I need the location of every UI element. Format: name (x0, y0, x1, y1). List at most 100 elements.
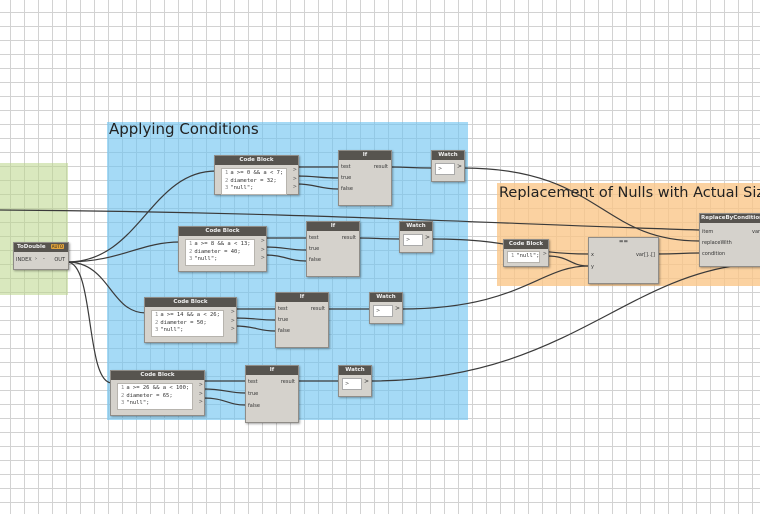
watch-value-box: > (373, 305, 393, 317)
if-input-test[interactable]: test (248, 379, 258, 385)
equals-header: == (589, 238, 658, 247)
watch-node-1[interactable]: Watch > > (431, 150, 465, 182)
group-applying-conditions-title: Applying Conditions (109, 120, 259, 138)
code-line: diameter = 32; (230, 177, 277, 184)
code-line: "null"; (194, 256, 218, 262)
todouble-node[interactable]: ToDouble AUTO INDEX › - OUT (13, 242, 69, 270)
todouble-header: ToDouble (14, 243, 68, 252)
wire-if2-watch2 (357, 237, 400, 240)
output-port-arrow[interactable]: > (198, 382, 203, 388)
replace-input-item[interactable]: item (702, 229, 714, 235)
todouble-lacing-dash: - (43, 256, 45, 262)
if-input-test[interactable]: test (309, 235, 319, 241)
if-input-test[interactable]: test (341, 164, 351, 170)
if-header: If (307, 222, 359, 231)
watch-header: Watch (370, 293, 402, 302)
code-block-header: Code Block (504, 240, 548, 249)
replace-by-condition-header: ReplaceByCondition (700, 214, 760, 223)
group-green[interactable] (0, 163, 68, 295)
replace-output-var[interactable]: var (752, 229, 760, 235)
watch-value-box: > (403, 234, 423, 246)
wire-cb1-if1-true (296, 175, 339, 179)
todouble-input-port[interactable]: INDEX (16, 257, 32, 263)
if-input-true[interactable]: true (341, 175, 352, 181)
output-port-arrow[interactable]: > (260, 255, 265, 261)
code-block-header: Code Block (179, 227, 266, 236)
replace-by-condition-node[interactable]: ReplaceByCondition item replaceWith cond… (699, 213, 760, 267)
output-port-arrow[interactable]: > (292, 167, 297, 173)
output-port-arrow[interactable]: > (230, 309, 235, 315)
if-output-result[interactable]: result (373, 164, 388, 170)
code-line: diameter = 40; (194, 248, 241, 255)
if-header: If (246, 366, 298, 375)
output-port-arrow[interactable]: > (198, 391, 203, 397)
equals-node[interactable]: == x y var[]..[] (588, 237, 659, 284)
todouble-port-chevron: › (35, 256, 37, 262)
code-line: a >= 14 && a < 26; (160, 312, 220, 318)
todouble-lacing-tag[interactable]: AUTO (50, 244, 64, 249)
watch-output-arrow[interactable]: > (424, 234, 430, 241)
if-output-result[interactable]: result (310, 306, 325, 312)
watch-output-arrow[interactable]: > (394, 305, 400, 312)
if-input-true[interactable]: true (278, 317, 289, 323)
equals-output[interactable]: var[]..[] (635, 252, 655, 258)
if-input-test[interactable]: test (278, 306, 288, 312)
equals-input-x[interactable]: x (591, 252, 594, 258)
watch-output-arrow[interactable]: > (363, 378, 369, 385)
if-input-true[interactable]: true (309, 246, 320, 252)
if-input-false[interactable]: false (341, 186, 353, 192)
wire-todouble-cb1 (66, 170, 217, 263)
watch-value-box: > (342, 378, 362, 390)
wire-cb3-if3-false (234, 325, 276, 332)
wire-cb2-if2-false (264, 254, 307, 262)
code-line: "null"; (160, 327, 184, 333)
todouble-output-port[interactable]: OUT (54, 257, 65, 263)
code-block-null-node[interactable]: Code Block 1"null"; > (503, 239, 549, 267)
wire-todouble-cb3 (66, 261, 147, 314)
watch-output-arrow[interactable]: > (456, 163, 462, 170)
watch-node-4[interactable]: Watch > > (338, 365, 372, 397)
code-line: diameter = 65; (126, 392, 173, 399)
if-input-false[interactable]: false (278, 328, 290, 334)
wire-null-eq-y (546, 255, 589, 267)
watch-node-3[interactable]: Watch > > (369, 292, 403, 324)
equals-input-y[interactable]: y (591, 264, 594, 270)
watch-node-2[interactable]: Watch > > (399, 221, 433, 253)
replace-input-replacewith[interactable]: replaceWith (702, 240, 732, 246)
code-block-header: Code Block (215, 156, 298, 165)
wire-eq-replace-condition (656, 252, 700, 255)
output-port-arrow[interactable]: > (542, 251, 547, 257)
wire-if1-watch1 (389, 166, 432, 169)
if-node-1[interactable]: If test true false result (338, 150, 392, 206)
replace-input-condition[interactable]: condition (702, 251, 726, 257)
if-output-result[interactable]: result (280, 379, 295, 385)
output-port-arrow[interactable]: > (230, 318, 235, 324)
if-node-2[interactable]: If test true false result (306, 221, 360, 277)
code-block-editor[interactable]: 1"null"; (507, 251, 540, 263)
output-port-arrow[interactable]: > (230, 326, 235, 332)
if-input-true[interactable]: true (248, 391, 259, 397)
output-port-arrow[interactable]: > (292, 184, 297, 190)
wire-watch3-eq-y (400, 265, 589, 310)
if-input-false[interactable]: false (248, 403, 260, 409)
output-port-arrow[interactable]: > (260, 247, 265, 253)
if-node-3[interactable]: If test true false result (275, 292, 329, 348)
wire-todouble-cb4 (66, 261, 113, 384)
output-port-arrow[interactable]: > (260, 238, 265, 244)
if-input-false[interactable]: false (309, 257, 321, 263)
output-port-arrow[interactable]: > (198, 399, 203, 405)
if-output-result[interactable]: result (341, 235, 356, 241)
code-line: "null"; (516, 253, 540, 259)
if-node-4[interactable]: If test true false result (245, 365, 299, 423)
code-line: "null"; (126, 400, 150, 406)
code-block-header: Code Block (111, 371, 204, 380)
output-port-arrow[interactable]: > (292, 176, 297, 182)
